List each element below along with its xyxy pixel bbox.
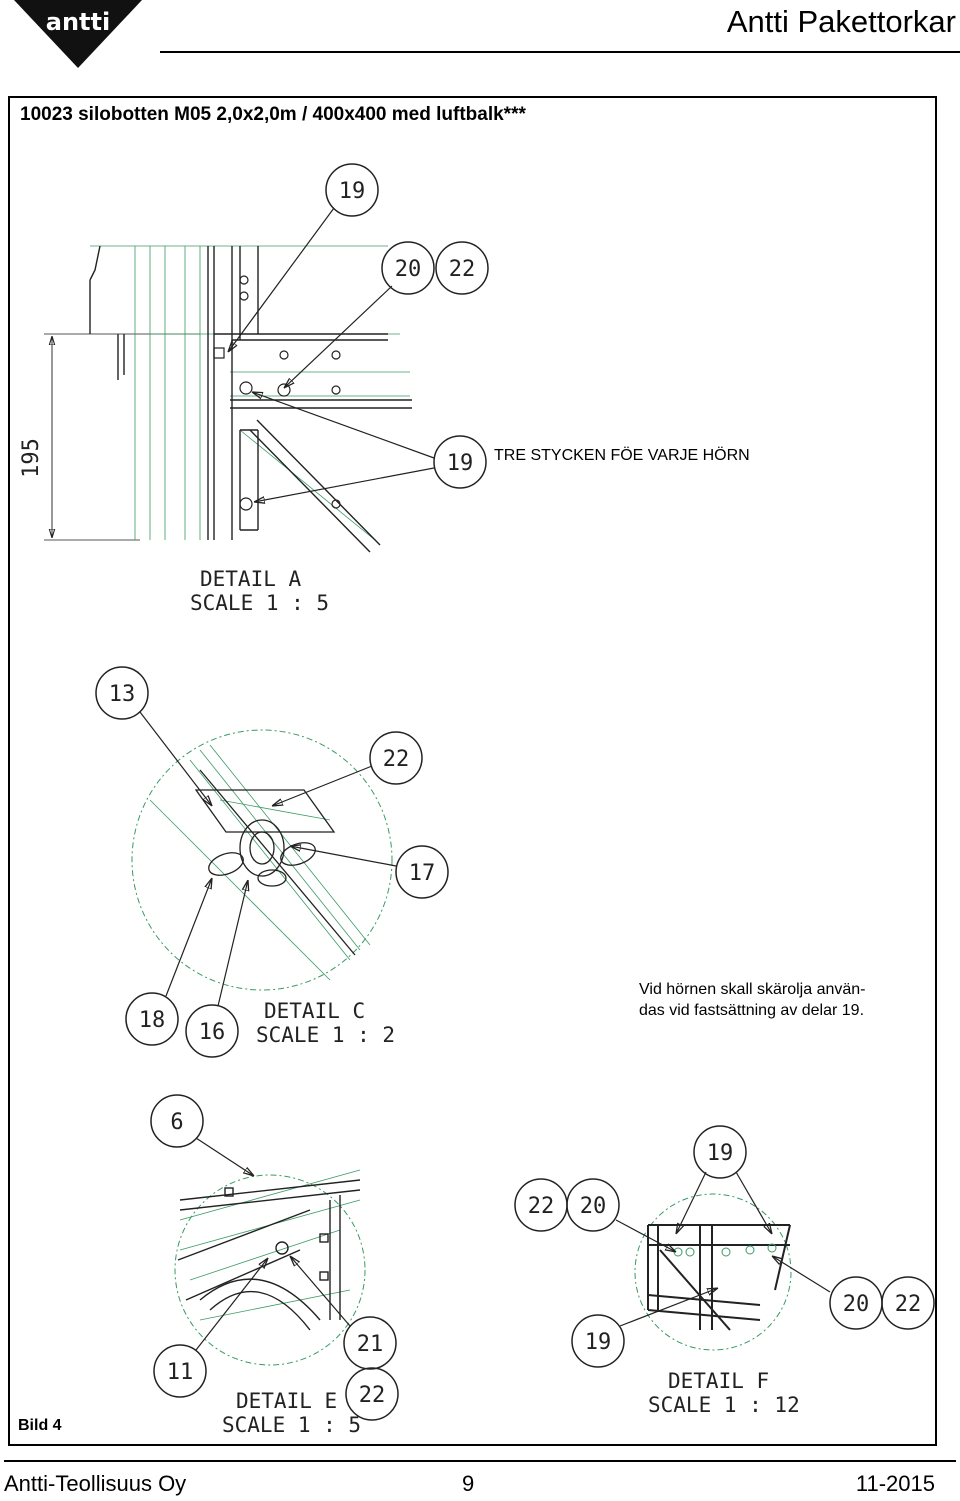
detail-c	[95, 666, 449, 1058]
svg-text:18: 18	[139, 1008, 166, 1033]
detail-a	[44, 163, 489, 553]
svg-text:21: 21	[357, 1332, 384, 1357]
note-line-1: Vid hörnen skall skärolja använ-	[639, 981, 866, 998]
svg-text:SCALE 1 : 5: SCALE 1 : 5	[190, 591, 329, 615]
svg-text:19: 19	[339, 179, 366, 204]
header-title: Antti Pakettorkar	[726, 4, 956, 39]
header-divider	[160, 51, 960, 53]
svg-text:22: 22	[528, 1194, 555, 1219]
svg-text:16: 16	[199, 1020, 226, 1045]
detail-f-texts: 19 22 20 19 20 22 DETAIL F SCALE 1 : 12	[528, 1141, 922, 1417]
svg-text:22: 22	[359, 1383, 386, 1408]
figure-label: Bild 4	[18, 1417, 62, 1434]
document-title: 10023 silobotten M05 2,0x2,0m / 400x400 …	[20, 104, 526, 125]
svg-text:22: 22	[449, 257, 476, 282]
svg-text:20: 20	[580, 1194, 607, 1219]
svg-text:SCALE 1 : 5: SCALE 1 : 5	[222, 1413, 361, 1437]
svg-text:antti: antti	[46, 8, 110, 36]
footer-company: Antti-Teollisuus Oy	[4, 1471, 187, 1496]
svg-text:SCALE 1 : 12: SCALE 1 : 12	[648, 1393, 800, 1417]
drawing-frame	[8, 96, 937, 1446]
detail-a-texts: 195 19 20 22 19 TRE STYCKEN FÖE VARJE HÖ…	[19, 179, 750, 615]
detail-e	[150, 1094, 399, 1421]
svg-text:TRE STYCKEN FÖE VARJE HÖRN: TRE STYCKEN FÖE VARJE HÖRN	[494, 446, 750, 464]
footer-page-number: 9	[462, 1471, 475, 1496]
svg-text:19: 19	[707, 1141, 734, 1166]
svg-text:DETAIL F: DETAIL F	[668, 1369, 769, 1393]
svg-text:22: 22	[895, 1292, 922, 1317]
svg-text:19: 19	[447, 451, 474, 476]
svg-text:195: 195	[19, 438, 44, 478]
footer-date: 11-2015	[855, 1471, 935, 1496]
svg-text:19: 19	[585, 1330, 612, 1355]
svg-text:17: 17	[409, 861, 436, 886]
svg-text:DETAIL E: DETAIL E	[236, 1389, 337, 1413]
svg-text:DETAIL C: DETAIL C	[264, 999, 365, 1023]
antti-logo: antti	[14, 0, 142, 68]
detail-f	[514, 1125, 935, 1368]
svg-text:DETAIL A: DETAIL A	[200, 567, 302, 591]
svg-text:SCALE 1 : 2: SCALE 1 : 2	[256, 1023, 395, 1047]
cutting-oil-note: Vid hörnen skall skärolja använ- das vid…	[639, 979, 866, 1021]
svg-text:22: 22	[383, 747, 410, 772]
svg-text:20: 20	[843, 1292, 870, 1317]
footer-divider	[4, 1460, 956, 1462]
detail-c-texts: 13 22 17 18 16 DETAIL C SCALE 1 : 2	[109, 682, 436, 1047]
svg-text:13: 13	[109, 682, 136, 707]
svg-text:6: 6	[170, 1110, 183, 1135]
svg-text:11: 11	[167, 1360, 194, 1385]
note-line-2: das vid fastsättning av delar 19.	[639, 1002, 865, 1019]
detail-e-texts: 6 11 21 22 DETAIL E SCALE 1 : 5	[167, 1110, 386, 1437]
svg-text:20: 20	[395, 257, 422, 282]
